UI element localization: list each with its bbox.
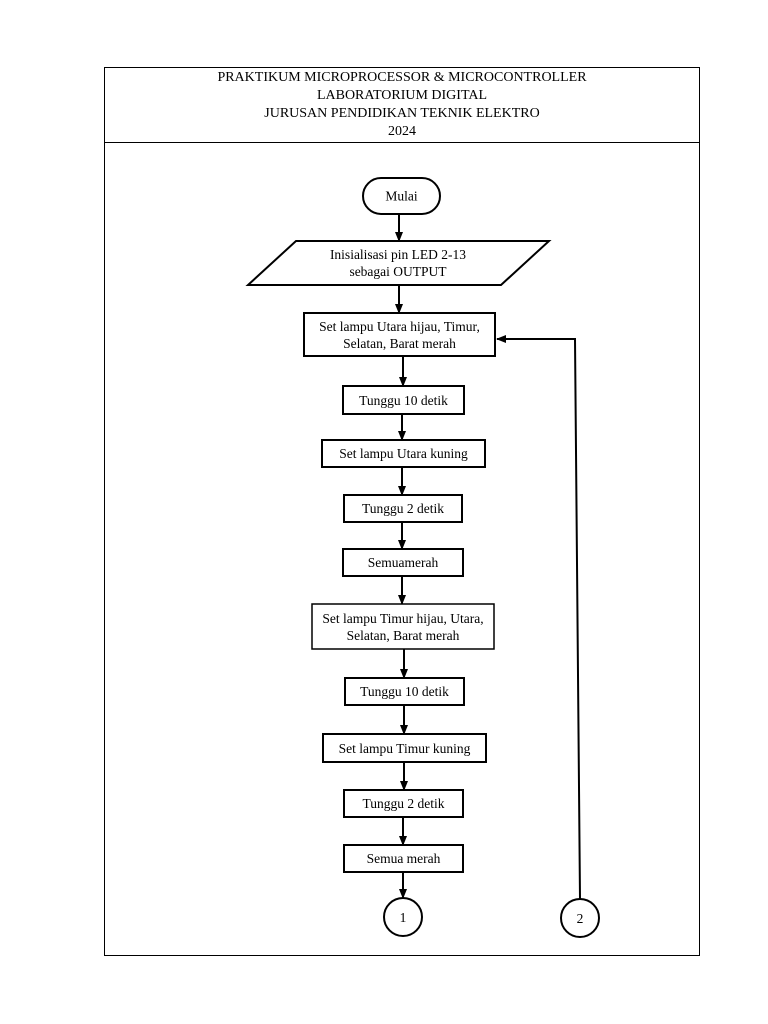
process-semua-merah: Semua merah: [343, 844, 464, 873]
process-utara-kuning: Set lampu Utara kuning: [321, 439, 486, 468]
connector-1: 1: [383, 897, 423, 937]
process-tunggu-2-timur: Tunggu 2 detik: [343, 789, 464, 818]
process-tunggu-10-timur-label: Tunggu 10 detik: [360, 684, 449, 699]
init-label-line1: Inisialisasi pin LED 2-13: [330, 247, 466, 262]
loop-arrow-connector2-to-step1: [496, 335, 581, 900]
process-tunggu-10-utara: Tunggu 10 detik: [342, 385, 465, 415]
process-semuamerah: Semuamerah: [342, 548, 464, 577]
process-tunggu-2-utara-label: Tunggu 2 detik: [362, 501, 444, 516]
process-tunggu-2-utara: Tunggu 2 detik: [343, 494, 463, 523]
connector-2-label: 2: [577, 911, 584, 926]
process-semuamerah-label: Semuamerah: [368, 555, 439, 570]
process-timur-kuning: Set lampu Timur kuning: [322, 733, 487, 763]
document-header: PRAKTIKUM MICROPROCESSOR & MICROCONTROLL…: [105, 68, 699, 143]
init-io-node: Inisialisasi pin LED 2-13 sebagai OUTPUT: [245, 240, 552, 286]
process-utara-hijau-line2: Selatan, Barat merah: [343, 336, 456, 351]
process-utara-kuning-label: Set lampu Utara kuning: [339, 446, 468, 461]
header-department: JURUSAN PENDIDIKAN TEKNIK ELEKTRO: [264, 106, 540, 121]
process-timur-kuning-label: Set lampu Timur kuning: [339, 741, 471, 756]
start-terminator: Mulai: [362, 177, 441, 215]
init-label-line2: sebagai OUTPUT: [349, 264, 447, 279]
process-timur-hijau-line2: Selatan, Barat merah: [347, 628, 460, 643]
header-course-title: PRAKTIKUM MICROPROCESSOR & MICROCONTROLL…: [217, 70, 587, 85]
process-utara-hijau: Set lampu Utara hijau, Timur, Selatan, B…: [303, 312, 496, 357]
start-label: Mulai: [385, 189, 417, 204]
header-year: 2024: [388, 124, 416, 139]
document-frame: PRAKTIKUM MICROPROCESSOR & MICROCONTROLL…: [104, 67, 700, 956]
process-utara-hijau-line1: Set lampu Utara hijau, Timur,: [319, 319, 480, 334]
connector-2: 2: [560, 898, 600, 938]
connector-1-label: 1: [400, 910, 407, 925]
header-lab-name: LABORATORIUM DIGITAL: [316, 88, 488, 103]
process-timur-hijau-line1: Set lampu Timur hijau, Utara,: [322, 611, 483, 626]
process-tunggu-10-timur: Tunggu 10 detik: [344, 677, 465, 706]
process-semua-merah-label: Semua merah: [367, 851, 441, 866]
process-timur-hijau: Set lampu Timur hijau, Utara, Selatan, B…: [311, 603, 495, 650]
process-tunggu-2-timur-label: Tunggu 2 detik: [362, 796, 444, 811]
process-tunggu-10-utara-label: Tunggu 10 detik: [359, 393, 448, 408]
